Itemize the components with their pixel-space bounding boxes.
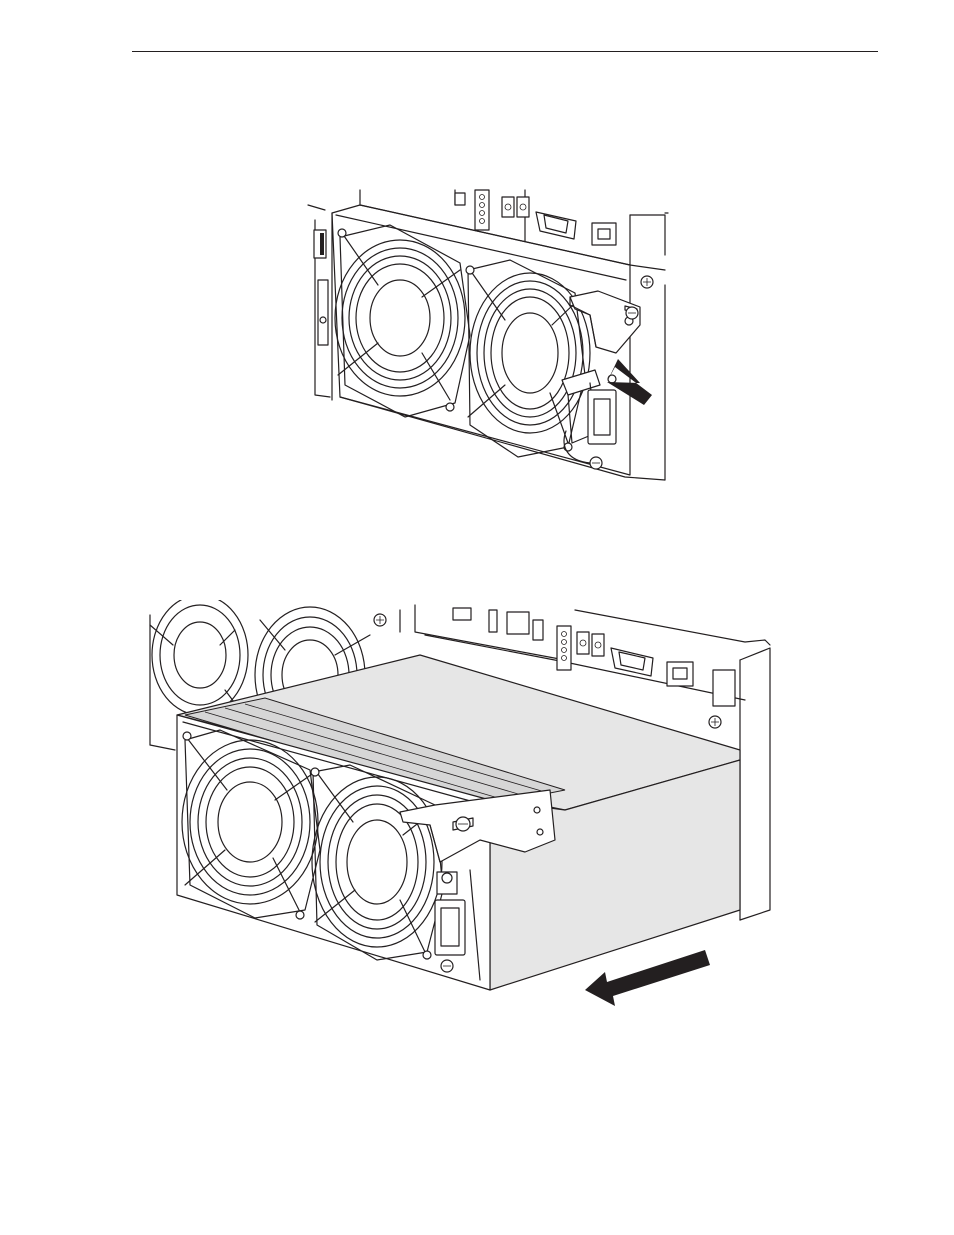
power-supply-removal-illustration — [145, 600, 780, 1015]
figure-release-latch — [300, 185, 680, 490]
figure-power-supply-removal — [145, 600, 780, 1015]
power-supply-unit[interactable] — [177, 655, 740, 990]
header-rule — [132, 51, 878, 52]
pull-out-arrow-icon — [585, 950, 710, 1006]
power-supply-face — [332, 205, 665, 480]
release-latch-illustration — [300, 185, 680, 490]
